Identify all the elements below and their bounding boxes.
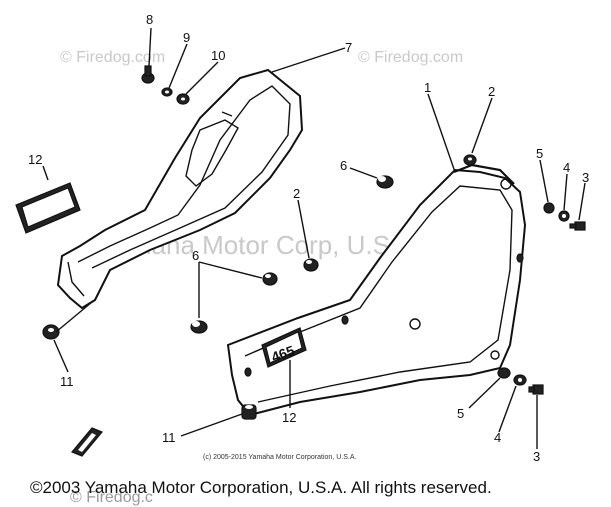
callout-9: 9	[183, 30, 190, 45]
copyright-text: ©2003 Yamaha Motor Corporation, U.S.A. A…	[30, 478, 492, 497]
callout-4-bottom: 4	[494, 430, 501, 445]
grommet-6c-icon	[190, 320, 208, 334]
callout-2-mid: 2	[293, 186, 300, 201]
washer-4b-icon	[513, 374, 527, 386]
callout-12-left: 12	[28, 152, 42, 167]
watermark-firedog-right: © Firedog.com	[358, 49, 463, 66]
damper-2b-icon	[303, 258, 319, 272]
washer-9-icon	[161, 87, 173, 97]
callout-4-top: 4	[563, 160, 570, 175]
collar-5b-icon	[497, 367, 511, 379]
right-decal: 465	[261, 327, 307, 368]
watermark-firedog-left: © Firedog.com	[60, 49, 165, 66]
callout-labels: 8 9 10 7 12 1 2 6 2 5 4 3 6 11 12 11 5 4…	[28, 12, 589, 464]
diagram-credit: (c) 2005-2015 Yamaha Motor Corporation, …	[203, 454, 357, 461]
leader-lines	[42, 27, 586, 449]
right-side-cover	[226, 163, 527, 417]
callout-8: 8	[146, 12, 153, 27]
nut-11b-icon	[241, 404, 257, 420]
decal-number: 465	[269, 342, 297, 365]
collar-5-icon	[543, 202, 555, 214]
bolt-3b-icon	[528, 384, 544, 395]
callout-6-left: 6	[192, 248, 199, 263]
watermark-bottom: © Firedog.c	[70, 489, 153, 506]
callout-5-bottom: 5	[457, 406, 464, 421]
left-side-cover	[56, 68, 304, 310]
screw-8-icon	[141, 65, 155, 84]
callout-3-top: 3	[582, 170, 589, 185]
callout-2-top: 2	[488, 84, 495, 99]
left-decal	[15, 182, 81, 234]
callout-5-top: 5	[536, 146, 543, 161]
damper-2-icon	[463, 154, 477, 166]
nut-11-icon	[42, 324, 60, 340]
washer-4-icon	[558, 210, 570, 222]
grommet-6-icon	[376, 175, 394, 189]
callout-7: 7	[345, 40, 352, 55]
callout-3-bottom: 3	[533, 449, 540, 464]
callout-11-bottom: 11	[162, 430, 176, 445]
grommet-10-icon	[176, 93, 190, 105]
grommet-6b-icon	[262, 272, 278, 286]
callout-12-right: 12	[282, 410, 296, 425]
bolt-3-icon	[569, 221, 586, 231]
callout-1: 1	[424, 80, 431, 95]
callout-6-top: 6	[340, 158, 347, 173]
callout-11-left: 11	[60, 374, 74, 389]
model-badge-icon	[71, 427, 103, 457]
callout-10: 10	[211, 48, 225, 63]
hardware	[42, 65, 586, 457]
